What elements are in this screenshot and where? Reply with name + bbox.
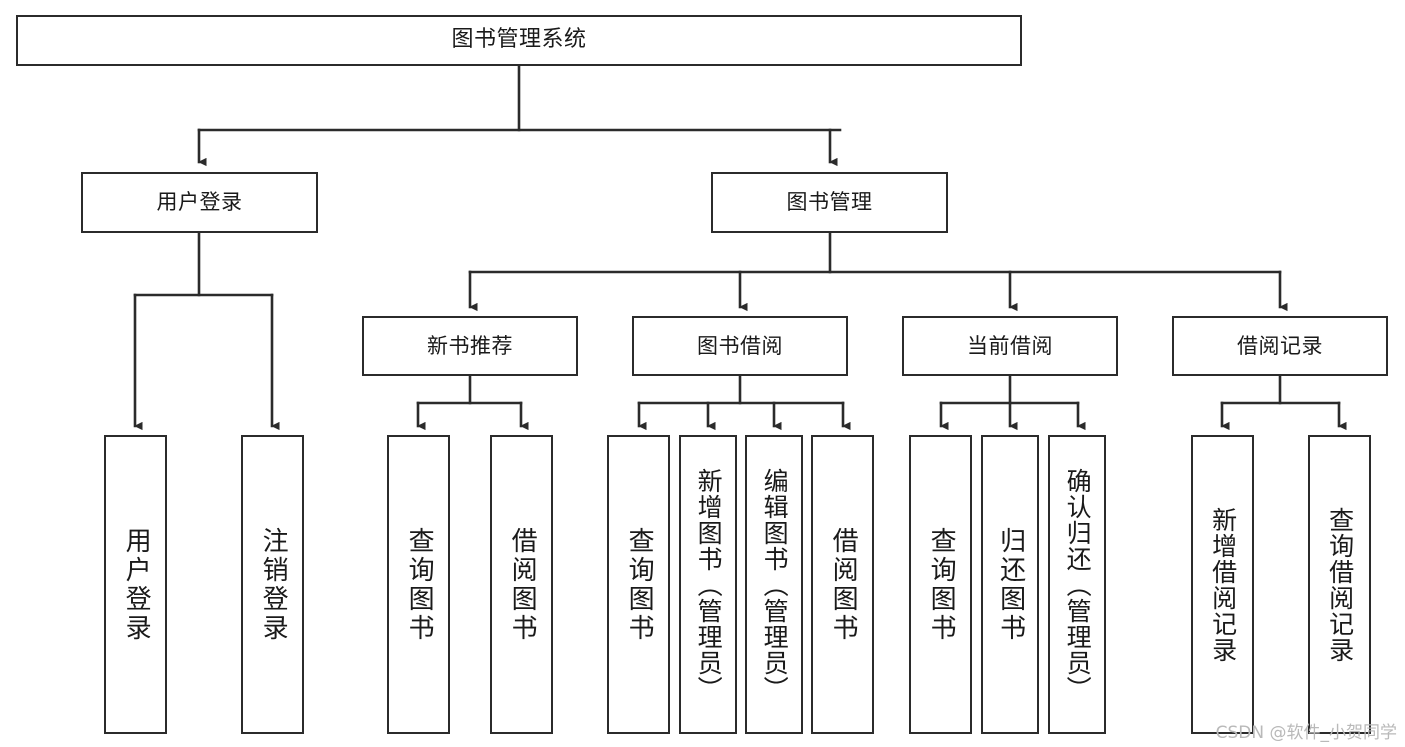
node-label: 编辑图书（管理员）: [760, 467, 790, 702]
node-label: 确认归还（管理员）: [1063, 467, 1093, 702]
node-new-book-recommend[interactable]: 新书推荐: [362, 316, 578, 376]
node-leaf-user-login[interactable]: 用户登录: [104, 435, 167, 734]
node-user-login[interactable]: 用户登录: [81, 172, 318, 233]
csdn-watermark: CSDN @软件_小贺同学: [1215, 723, 1397, 743]
node-label: 查询图书: [926, 526, 957, 643]
node-label: 图书管理: [786, 190, 873, 215]
node-book-borrow[interactable]: 图书借阅: [632, 316, 848, 376]
node-leaf-logout[interactable]: 注销登录: [241, 435, 304, 734]
node-leaf-query-book-borrow[interactable]: 查询图书: [607, 435, 670, 734]
node-leaf-borrow-book-recommend[interactable]: 借阅图书: [490, 435, 553, 734]
node-label: 借阅图书: [507, 526, 538, 643]
node-label: 注销登录: [258, 526, 289, 643]
node-leaf-return-book[interactable]: 归还图书: [981, 435, 1039, 734]
node-leaf-add-borrow-record[interactable]: 新增借阅记录: [1191, 435, 1254, 734]
node-label: 借阅记录: [1237, 333, 1323, 358]
node-leaf-add-book-admin[interactable]: 新增图书（管理员）: [679, 435, 737, 734]
node-book-management[interactable]: 图书管理: [711, 172, 948, 233]
node-leaf-edit-book-admin[interactable]: 编辑图书（管理员）: [745, 435, 803, 734]
node-leaf-confirm-return-admin[interactable]: 确认归还（管理员）: [1048, 435, 1106, 734]
node-label: 新增借阅记录: [1208, 506, 1238, 663]
node-current-borrow[interactable]: 当前借阅: [902, 316, 1118, 376]
node-label: 查询借阅记录: [1325, 506, 1355, 663]
node-label: 归还图书: [995, 526, 1026, 643]
node-borrow-record[interactable]: 借阅记录: [1172, 316, 1388, 376]
node-label: 新书推荐: [427, 333, 513, 358]
node-label: 当前借阅: [967, 333, 1053, 358]
node-label: 图书管理系统: [451, 27, 587, 53]
node-label: 查询图书: [404, 526, 435, 643]
node-label: 新增图书（管理员）: [694, 467, 724, 702]
node-leaf-query-borrow-record[interactable]: 查询借阅记录: [1308, 435, 1371, 734]
node-label: 用户登录: [121, 526, 152, 643]
node-label: 借阅图书: [828, 526, 859, 643]
node-leaf-query-book-current[interactable]: 查询图书: [909, 435, 972, 734]
node-label: 图书借阅: [697, 333, 783, 358]
node-root-book-management-system[interactable]: 图书管理系统: [16, 15, 1022, 66]
node-leaf-query-book-recommend[interactable]: 查询图书: [387, 435, 450, 734]
node-leaf-lend-book[interactable]: 借阅图书: [811, 435, 874, 734]
node-label: 用户登录: [156, 190, 243, 215]
node-label: 查询图书: [624, 526, 655, 643]
